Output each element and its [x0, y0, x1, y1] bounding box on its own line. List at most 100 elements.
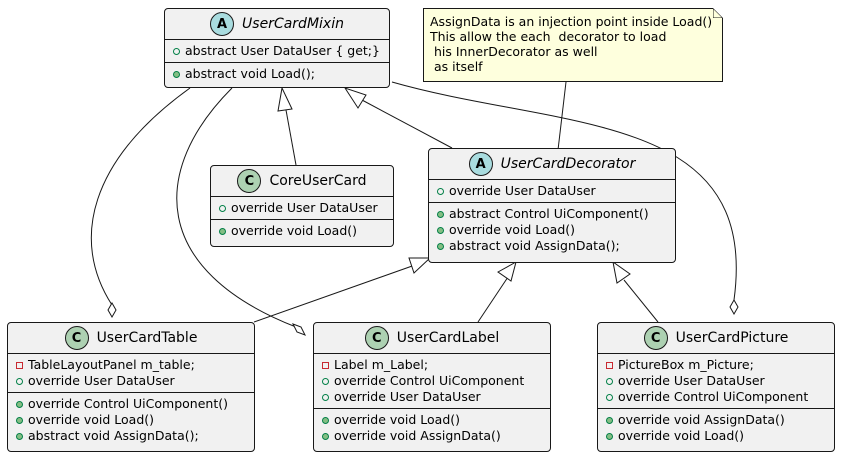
- field-text: override Control UiComponent: [618, 389, 809, 404]
- inheritance-arrowhead-decorator: [343, 87, 367, 109]
- mixin-aggregates-table-line: [90, 87, 191, 306]
- class-user-card-label: C UserCardLabel Label m_Label; override …: [313, 322, 551, 452]
- fields-section: abstract User DataUser { get;}: [165, 39, 389, 62]
- aggregation-diamond-table: [107, 301, 117, 319]
- class-name: UserCardDecorator: [500, 156, 636, 172]
- field-text: Label m_Label;: [334, 357, 429, 372]
- public-field-icon: [219, 204, 226, 212]
- member-row: abstract void Load();: [173, 66, 381, 82]
- class-header: A UserCardMixin: [165, 9, 389, 39]
- public-method-icon: [16, 432, 23, 440]
- method-text: override Control UiComponent(): [28, 396, 228, 411]
- inheritance-arrowhead-table: [408, 257, 432, 274]
- member-row: abstract void AssignData();: [437, 238, 667, 254]
- public-field-icon: [16, 377, 23, 385]
- decorator-inherits-mixin-line: [361, 99, 453, 149]
- member-row: override User DataUser: [219, 200, 385, 216]
- class-user-card-picture: C UserCardPicture PictureBox m_Picture; …: [597, 322, 835, 452]
- public-field-icon: [437, 187, 444, 195]
- member-row: override User DataUser: [322, 389, 542, 405]
- field-text: PictureBox m_Picture;: [618, 357, 754, 372]
- public-method-icon: [437, 242, 444, 250]
- class-name: UserCardLabel: [396, 330, 500, 346]
- class-header: C UserCardTable: [8, 323, 254, 353]
- inheritance-arrowhead-picture: [612, 260, 631, 284]
- method-text: override void Load(): [28, 412, 155, 427]
- private-field-icon: [322, 361, 329, 369]
- member-row: override void Load(): [606, 428, 826, 444]
- fields-section: Label m_Label; override Control UiCompon…: [314, 353, 550, 408]
- methods-section: override void AssignData() override void…: [598, 408, 834, 447]
- member-row: override User DataUser: [16, 373, 246, 389]
- class-name: UserCardPicture: [675, 330, 789, 346]
- member-row: PictureBox m_Picture;: [606, 357, 826, 373]
- member-row: override void AssignData(): [322, 428, 542, 444]
- picture-inherits-decorator-line: [623, 279, 659, 323]
- member-row: TableLayoutPanel m_table;: [16, 357, 246, 373]
- class-icon: C: [364, 326, 389, 350]
- injection-point-note: AssignData is an injection point inside …: [423, 8, 723, 82]
- abstract-class-icon: A: [468, 152, 493, 176]
- method-text: abstract void AssignData();: [449, 238, 620, 253]
- inheritance-arrowhead-label: [497, 260, 517, 282]
- member-row: override User DataUser: [606, 373, 826, 389]
- member-row: abstract User DataUser { get;}: [173, 43, 381, 59]
- class-name: CoreUserCard: [269, 173, 367, 189]
- note-line: AssignData is an injection point inside …: [430, 14, 713, 29]
- member-row: abstract Control UiComponent(): [437, 206, 667, 222]
- class-core-user-card: C CoreUserCard override User DataUser ov…: [210, 165, 394, 247]
- public-method-icon: [219, 227, 226, 235]
- member-row: override User DataUser: [437, 183, 667, 199]
- field-text: override User DataUser: [334, 389, 481, 404]
- public-field-icon: [173, 47, 180, 55]
- fields-section: TableLayoutPanel m_table; override User …: [8, 353, 254, 392]
- aggregation-diamond-label: [291, 323, 307, 336]
- public-method-icon: [16, 400, 23, 408]
- class-icon: C: [643, 326, 668, 350]
- inheritance-arrowhead-core: [277, 86, 293, 112]
- fields-section: override User DataUser: [429, 179, 675, 202]
- method-text: override void AssignData(): [618, 412, 785, 427]
- member-row: override void Load(): [437, 222, 667, 238]
- method-text: override void Load(): [231, 223, 358, 238]
- field-text: override Control UiComponent: [334, 373, 525, 388]
- member-row: override void Load(): [322, 412, 542, 428]
- member-row: Label m_Label;: [322, 357, 542, 373]
- class-header: A UserCardDecorator: [429, 149, 675, 179]
- note-line: This allow the each decorator to load: [430, 29, 667, 44]
- public-method-icon: [173, 70, 180, 78]
- member-row: override void AssignData(): [606, 412, 826, 428]
- methods-section: override void Load() override void Assig…: [314, 408, 550, 447]
- class-name: UserCardMixin: [242, 16, 344, 32]
- class-header: C CoreUserCard: [211, 166, 393, 196]
- methods-section: override void Load(): [211, 219, 393, 242]
- member-row: override Control UiComponent(): [16, 396, 246, 412]
- class-name: UserCardTable: [96, 330, 198, 346]
- fields-section: override User DataUser: [211, 196, 393, 219]
- private-field-icon: [16, 361, 23, 369]
- member-row: abstract void AssignData();: [16, 428, 246, 444]
- class-header: C UserCardPicture: [598, 323, 834, 353]
- note-line: as itself: [430, 59, 483, 74]
- method-text: override void AssignData(): [334, 428, 501, 443]
- class-user-card-mixin: A UserCardMixin abstract User DataUser {…: [164, 8, 390, 88]
- note-line: his InnerDecorator as well: [430, 44, 598, 59]
- field-text: abstract User DataUser { get;}: [185, 43, 380, 58]
- public-field-icon: [322, 393, 329, 401]
- public-field-icon: [606, 377, 613, 385]
- public-method-icon: [322, 416, 329, 424]
- fields-section: PictureBox m_Picture; override User Data…: [598, 353, 834, 408]
- method-text: abstract void Load();: [185, 66, 315, 81]
- method-text: override void Load(): [449, 222, 576, 237]
- public-field-icon: [322, 377, 329, 385]
- field-text: override User DataUser: [28, 373, 175, 388]
- method-text: override void Load(): [334, 412, 461, 427]
- methods-section: abstract Control UiComponent() override …: [429, 202, 675, 257]
- public-field-icon: [606, 393, 613, 401]
- public-method-icon: [437, 210, 444, 218]
- member-row: override void Load(): [219, 223, 385, 239]
- member-row: override Control UiComponent: [322, 373, 542, 389]
- field-text: override User DataUser: [449, 183, 596, 198]
- note-connector: [557, 81, 567, 151]
